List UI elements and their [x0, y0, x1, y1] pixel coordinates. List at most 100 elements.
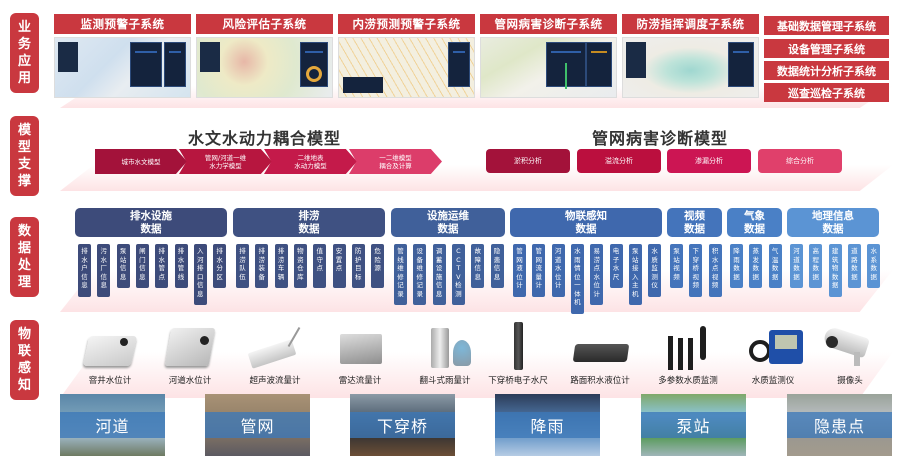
device-label: 多参数水质监测	[658, 376, 718, 386]
data-category-label: 数据	[822, 222, 844, 235]
data-category[interactable]: 排涝数据	[233, 208, 385, 237]
scene-rainfall[interactable]: 降雨	[495, 394, 600, 456]
device-label: 翻斗式雨量计	[419, 376, 471, 386]
side-button-device-management[interactable]: 设备管理子系统	[764, 39, 889, 58]
data-item[interactable]: 管网流量计	[532, 244, 546, 297]
iot-device[interactable]: 路面积水液位计	[560, 322, 640, 386]
iot-device[interactable]: 河道水位计	[150, 322, 230, 386]
model-step[interactable]: 二维地表 水动力模型	[264, 149, 357, 174]
data-item[interactable]: 水质监测仪	[648, 244, 662, 297]
side-button-basic-data[interactable]: 基础数据管理子系统	[764, 16, 889, 35]
layer-label-applications: 业务应用	[10, 13, 39, 93]
data-item[interactable]: 闸门信息	[135, 244, 149, 288]
data-category[interactable]: 设施运维数据	[391, 208, 505, 237]
data-item[interactable]: 设备维修记录	[413, 244, 427, 305]
data-item[interactable]: 泵站接入主机	[628, 244, 642, 305]
data-item[interactable]: 排水管点	[155, 244, 169, 288]
data-category[interactable]: 气象数据	[727, 208, 782, 237]
data-item[interactable]: 泵站信息	[116, 244, 130, 288]
model-step[interactable]: 城市水文模型	[95, 149, 187, 174]
data-item[interactable]: 高程数据	[809, 244, 823, 288]
model-step[interactable]: 一二维模型 耦合及计算	[349, 149, 442, 174]
app-card-risk[interactable]: 风险评估子系统	[196, 14, 333, 98]
data-item[interactable]: 积水点视频	[708, 244, 722, 297]
hydro-model-title: 水文水动力耦合模型	[188, 129, 342, 148]
model-step-label: 管网/河道一维 水力学模型	[204, 153, 247, 170]
data-item[interactable]: 河道数据	[790, 244, 803, 288]
data-item[interactable]: 排涝装备	[255, 244, 269, 288]
scene-pump-station[interactable]: 泵站	[641, 394, 746, 456]
model-step[interactable]: 管网/河道一维 水力学模型	[179, 149, 272, 174]
iot-device[interactable]: 超声波流量计	[235, 322, 315, 386]
data-item[interactable]: 排涝队伍	[236, 244, 249, 288]
data-item[interactable]: 排水管线	[174, 244, 188, 288]
side-button-statistics[interactable]: 数据统计分析子系统	[764, 61, 889, 80]
data-item[interactable]: 管网液位计	[513, 244, 526, 297]
iot-device[interactable]: 窨井水位计	[70, 322, 150, 386]
data-category-label: 数据	[575, 222, 597, 235]
data-item[interactable]: 入河排口信息	[193, 244, 207, 305]
data-category-label: 数据	[684, 222, 705, 235]
iot-device[interactable]: 雷达流量计	[320, 322, 400, 386]
data-item[interactable]: 故障信息	[471, 244, 485, 288]
road-ponding-level-meter-icon	[560, 322, 640, 372]
data-category[interactable]: 地理信息数据	[787, 208, 879, 237]
scene-label: 降雨	[495, 412, 600, 438]
diagnosis-button-silting[interactable]: 淤积分析	[486, 149, 570, 173]
app-screenshot-map	[338, 37, 475, 98]
data-item[interactable]: 管线维修记录	[394, 244, 407, 305]
data-category[interactable]: 物联感知数据	[510, 208, 662, 237]
scene-underpass[interactable]: 下穿桥	[350, 394, 455, 456]
data-category[interactable]: 排水设施数据	[75, 208, 227, 237]
app-card-pipe-diagnosis[interactable]: 管网病害诊断子系统	[480, 14, 617, 98]
scene-river[interactable]: 河道	[60, 394, 165, 456]
camera-icon	[810, 322, 890, 372]
pipe-model-title: 管网病害诊断模型	[592, 129, 729, 148]
data-item[interactable]: 排水户信息	[78, 244, 91, 297]
data-item[interactable]: 调蓄设施信息	[432, 244, 446, 305]
device-label: 摄像头	[837, 376, 863, 386]
device-label: 路面积水液位计	[570, 376, 630, 386]
diagnosis-button-comprehensive[interactable]: 综合分析	[758, 149, 842, 173]
diagnosis-button-leakage[interactable]: 渗漏分析	[667, 149, 751, 173]
data-item[interactable]: 值守点	[313, 244, 327, 288]
data-item[interactable]: 道路数据	[847, 244, 861, 288]
ultrasonic-flowmeter-icon	[235, 322, 315, 372]
data-item[interactable]: 物资仓库	[293, 244, 307, 288]
data-item[interactable]: 排水分区	[213, 244, 227, 288]
scene-pipe-network[interactable]: 管网	[205, 394, 310, 456]
side-button-inspection[interactable]: 巡查巡检子系统	[764, 83, 889, 102]
data-item[interactable]: 降雨数据	[730, 244, 743, 288]
data-item[interactable]: 安置点	[332, 244, 346, 288]
data-item[interactable]: 河道水位计	[551, 244, 565, 297]
data-item[interactable]: 水雨情位一体机	[570, 244, 584, 314]
data-item[interactable]: 泵站视频	[670, 244, 683, 288]
radar-flowmeter-icon	[320, 322, 400, 372]
scene-hazard-point[interactable]: 隐患点	[787, 394, 892, 456]
app-card-monitoring[interactable]: 监测预警子系统	[54, 14, 191, 98]
data-item[interactable]: 危险源	[371, 244, 385, 288]
layer-label-data: 数据处理	[10, 217, 39, 297]
data-item[interactable]: 污水厂信息	[97, 244, 111, 297]
data-item[interactable]: 水系数据	[867, 244, 881, 288]
data-item[interactable]: 电子水尺	[609, 244, 623, 288]
diagnosis-button-overflow[interactable]: 溢流分析	[577, 149, 661, 173]
data-item[interactable]: 排涝车辆	[274, 244, 288, 288]
data-category[interactable]: 视频数据	[667, 208, 722, 237]
device-label: 河道水位计	[168, 376, 212, 386]
data-item[interactable]: 建筑物数据	[828, 244, 842, 297]
data-item[interactable]: 下穿桥视频	[689, 244, 703, 297]
iot-device[interactable]: 翻斗式雨量计	[405, 322, 485, 386]
iot-device[interactable]: 下穿桥电子水尺	[478, 322, 558, 386]
data-item[interactable]: 隐患信息	[490, 244, 504, 288]
iot-device[interactable]: 水质监测仪	[733, 322, 813, 386]
data-item[interactable]: 易涝点水位计	[590, 244, 604, 305]
data-item[interactable]: 气温数据	[768, 244, 782, 288]
app-card-command-dispatch[interactable]: 防涝指挥调度子系统	[622, 14, 759, 98]
iot-device[interactable]: 摄像头	[810, 322, 890, 386]
iot-device[interactable]: 多参数水质监测	[648, 322, 728, 386]
data-item[interactable]: 蒸发数据	[749, 244, 763, 288]
app-card-waterlogging[interactable]: 内涝预测预警子系统	[338, 14, 475, 98]
data-item[interactable]: 防护目标	[351, 244, 365, 288]
